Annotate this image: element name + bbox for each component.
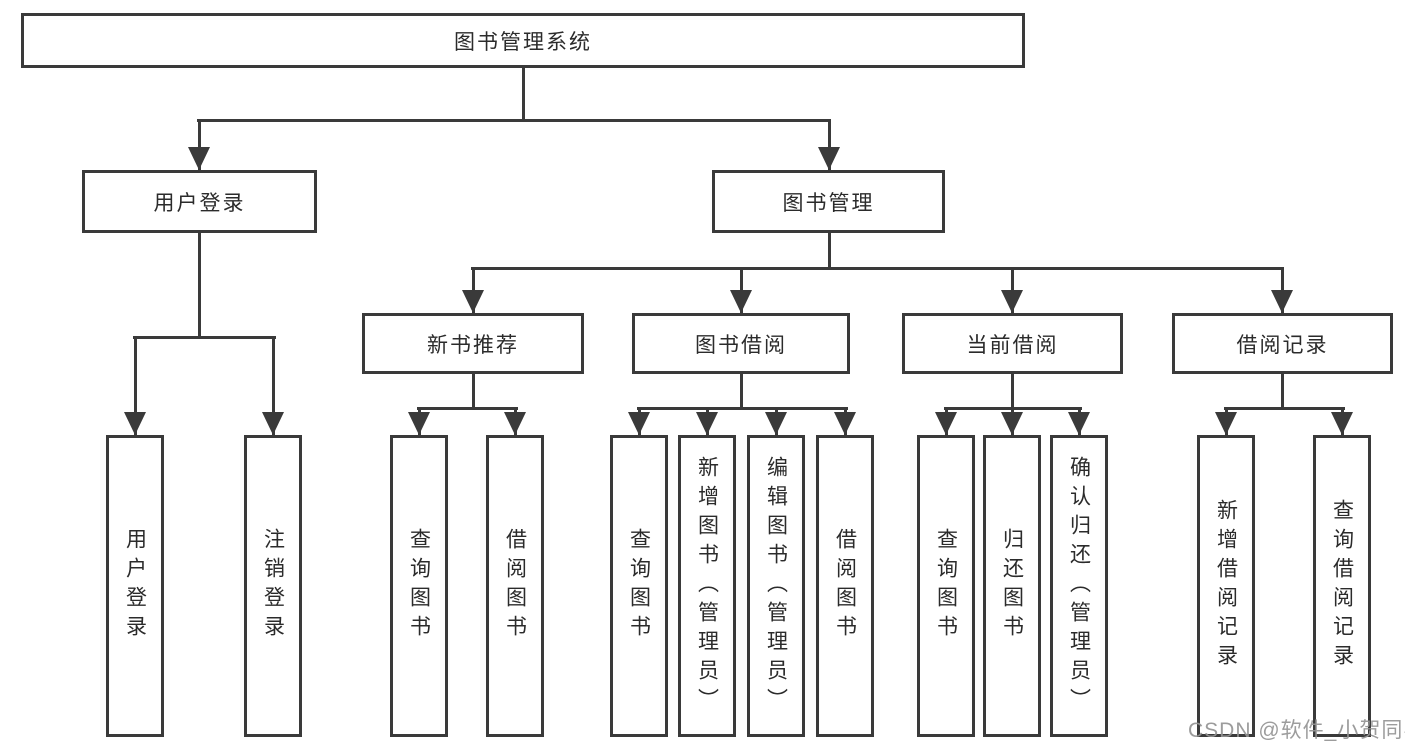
leaf-query-books-current-label: 查询图书 <box>934 528 958 644</box>
leaf-logout-label: 注销登录 <box>261 528 285 644</box>
connector-drop-book-management <box>828 119 831 170</box>
leaf-query-books-recommend-label: 查询图书 <box>407 528 431 644</box>
connector-new-book-stem <box>472 372 475 410</box>
leaf-confirm-return-admin-label: 确认归还（管理员） <box>1067 455 1091 717</box>
arrow-down-icon <box>834 412 856 435</box>
arrow-down-icon <box>765 412 787 435</box>
leaf-return-books-label: 归还图书 <box>1000 528 1024 644</box>
node-book-management-label: 图书管理 <box>782 191 875 215</box>
leaf-query-books-borrow: 查询图书 <box>610 435 668 737</box>
arrow-down-icon <box>408 412 430 435</box>
node-book-borrow-label: 图书借阅 <box>695 333 787 357</box>
node-borrow-records-label: 借阅记录 <box>1236 333 1329 357</box>
connector-book-borrow-stem <box>740 372 743 410</box>
connector-root-stem <box>522 66 525 122</box>
node-new-book-recommend: 新书推荐 <box>362 313 584 374</box>
leaf-borrow-books: 借阅图书 <box>816 435 874 737</box>
connector-new-book-rail <box>417 407 518 410</box>
arrow-down-icon <box>262 412 284 435</box>
leaf-borrow-books-label: 借阅图书 <box>833 528 857 644</box>
leaf-logout: 注销登录 <box>244 435 302 737</box>
connector-root-rail <box>197 119 831 122</box>
arrow-down-icon <box>504 412 526 435</box>
connector-borrow-records-rail <box>1224 407 1345 410</box>
leaf-return-books: 归还图书 <box>983 435 1041 737</box>
csdn-watermark: CSDN @软件_小贺同学 <box>1188 719 1405 742</box>
connector-book-management-stem <box>828 231 831 270</box>
connector-book-borrow-rail <box>637 407 848 410</box>
connector-drop-leaf-logout <box>272 336 275 435</box>
leaf-user-login-label: 用户登录 <box>123 528 147 644</box>
connector-current-borrow-stem <box>1011 372 1014 410</box>
node-book-management: 图书管理 <box>712 170 945 233</box>
connector-borrow-records-stem <box>1281 372 1284 410</box>
node-borrow-records: 借阅记录 <box>1172 313 1393 374</box>
leaf-query-borrow-record-label: 查询借阅记录 <box>1330 499 1354 673</box>
arrow-down-icon <box>696 412 718 435</box>
connector-user-login-rail <box>133 336 276 339</box>
node-book-borrow: 图书借阅 <box>632 313 850 374</box>
arrow-down-icon <box>124 412 146 435</box>
node-root: 图书管理系统 <box>21 13 1025 68</box>
node-user-login-label: 用户登录 <box>153 191 246 215</box>
arrow-down-icon <box>1215 412 1237 435</box>
arrow-down-icon <box>462 290 484 313</box>
leaf-add-borrow-record-label: 新增借阅记录 <box>1214 499 1238 673</box>
arrow-down-icon <box>188 147 210 170</box>
arrow-down-icon <box>1001 290 1023 313</box>
leaf-add-books-admin: 新增图书（管理员） <box>678 435 736 737</box>
arrow-down-icon <box>628 412 650 435</box>
node-current-borrow: 当前借阅 <box>902 313 1123 374</box>
leaf-borrow-books-recommend-label: 借阅图书 <box>503 528 527 644</box>
node-new-book-recommend-label: 新书推荐 <box>427 333 519 357</box>
leaf-edit-books-admin-label: 编辑图书（管理员） <box>764 455 788 717</box>
connector-drop-user-login <box>198 119 201 170</box>
node-current-borrow-label: 当前借阅 <box>966 333 1059 357</box>
node-user-login: 用户登录 <box>82 170 317 233</box>
connector-user-login-stem <box>198 231 201 339</box>
connector-book-management-rail <box>471 267 1284 270</box>
leaf-query-books-borrow-label: 查询图书 <box>627 528 651 644</box>
arrow-down-icon <box>935 412 957 435</box>
leaf-add-books-admin-label: 新增图书（管理员） <box>695 455 719 717</box>
arrow-down-icon <box>1068 412 1090 435</box>
arrow-down-icon <box>1271 290 1293 313</box>
connector-drop-leaf-user-login <box>134 336 137 435</box>
leaf-query-books-current: 查询图书 <box>917 435 975 737</box>
leaf-query-books-recommend: 查询图书 <box>390 435 448 737</box>
arrow-down-icon <box>730 290 752 313</box>
leaf-edit-books-admin: 编辑图书（管理员） <box>747 435 805 737</box>
leaf-add-borrow-record: 新增借阅记录 <box>1197 435 1255 737</box>
arrow-down-icon <box>1331 412 1353 435</box>
node-root-label: 图书管理系统 <box>454 30 592 54</box>
leaf-user-login: 用户登录 <box>106 435 164 737</box>
leaf-query-borrow-record: 查询借阅记录 <box>1313 435 1371 737</box>
arrow-down-icon <box>1001 412 1023 435</box>
leaf-borrow-books-recommend: 借阅图书 <box>486 435 544 737</box>
arrow-down-icon <box>818 147 840 170</box>
leaf-confirm-return-admin: 确认归还（管理员） <box>1050 435 1108 737</box>
